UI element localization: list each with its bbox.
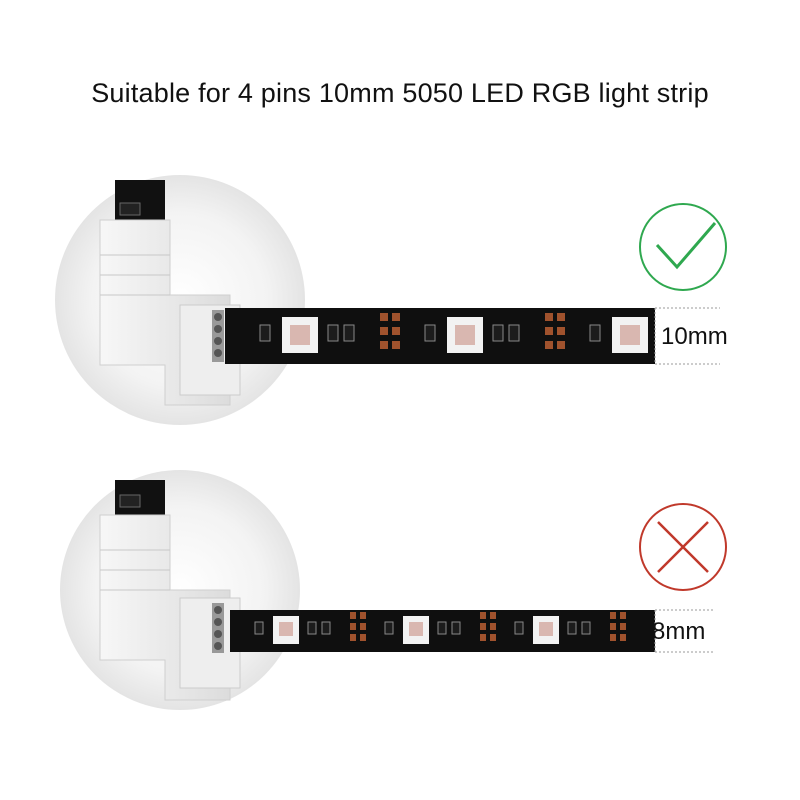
check-icon [639, 203, 727, 291]
8mm-strip-panel: 8mm [0, 460, 800, 730]
page-title: Suitable for 4 pins 10mm 5050 LED RGB li… [91, 78, 709, 108]
width-label-10mm: 10mm [661, 323, 728, 350]
10mm-strip-panel: 10mm [0, 165, 800, 435]
10mm-strip-photo [55, 175, 727, 425]
8mm-strip-photo [60, 470, 727, 710]
cross-icon [639, 503, 727, 591]
width-label-8mm: 8mm [652, 618, 706, 645]
